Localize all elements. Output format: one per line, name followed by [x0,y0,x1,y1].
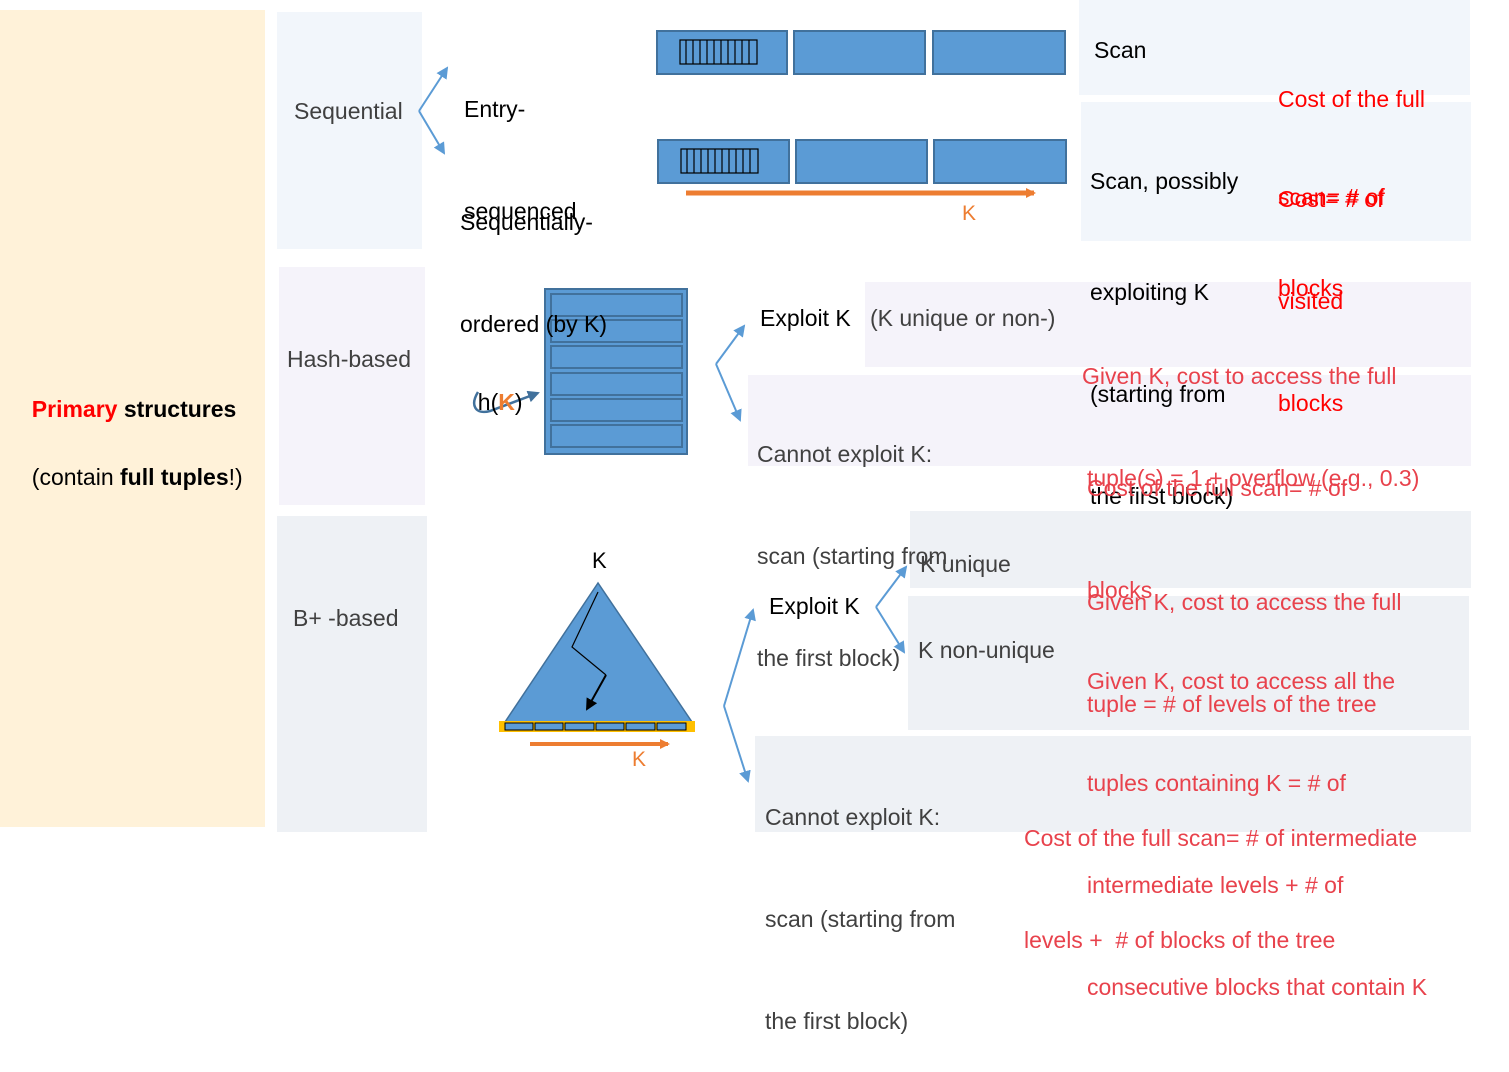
ordered-line1: Sequentially- [460,209,593,235]
bplus-noexploit-label: Cannot exploit K: scan (starting from th… [765,732,955,1072]
bplus-nonunique-cost-line1: Given K, cost to access all the [1087,668,1396,694]
hash-exploit-cost-line2: tuple(s) = 1 + overflow (e.g., 0.3) [1087,465,1420,491]
primary-structures-panel [0,10,265,827]
primary-structures-title: Primary structures [19,358,237,426]
primary-word: Primary [31,396,118,422]
ordered-cost-line3: blocks [1278,390,1344,416]
bplus-category-panel [277,516,427,832]
bplus-based-label: B+ -based [293,605,399,631]
bplus-noexploit-cost-box [755,736,1471,832]
ordered-access-line4: the first block) [1090,483,1234,509]
sequential-branch-arrows [418,66,449,155]
hash-noexploit-line1: Cannot exploit K: [757,441,933,467]
entry-cost-line2: scan= # of [1278,184,1385,210]
bplus-unique-cost: Given K, cost to access the full tuple =… [1087,517,1401,755]
bplus-noexploit-cost-line2: levels + # of blocks of the tree [1024,927,1336,953]
hfunc-suffix: ) [514,389,523,415]
bplus-nonunique-cost-line2: tuples containing K = # of [1087,770,1346,796]
structures-word: structures [117,396,237,422]
records-stack [679,39,758,65]
bplus-noexploit-cost: Cost of the full scan= # of intermediate… [1024,753,1417,991]
bplus-unique-label: K unique [920,551,1011,577]
ordered-access-method: Scan, possibly exploiting K (starting fr… [1090,96,1238,547]
bplus-noexploit-line3: the first block) [765,1008,909,1034]
entry-cost-line1: Cost of the full [1278,86,1426,112]
bplus-noexploit-line2: scan (starting from [765,906,956,932]
hash-noexploit-cost-line2: blocks [1087,577,1153,603]
hash-noexploit-line3: the first block) [757,645,901,671]
hash-exploit-cost: Given K, cost to access the full tuple(s… [1082,291,1419,529]
hfunc-key: K [498,389,515,415]
bplus-unique-cost-box [910,511,1471,588]
hash-based-label: Hash-based [287,346,412,372]
ordered-cost-line2: visited [1278,288,1344,314]
hash-noexploit-cost-box [748,375,1471,466]
hash-noexploit-cost-line1: Cost of the full scan= # of [1087,475,1348,501]
bplus-exploit-label: Exploit K [769,593,860,619]
bplus-tree [499,581,695,749]
bplus-root-key: K [592,548,607,573]
hash-exploit-cost-line1: Given K, cost to access the full [1082,363,1397,389]
hash-noexploit-cost: Cost of the full scan= # of blocks [1087,403,1347,641]
hash-branch-arrows [715,324,746,422]
hash-function-label: h(K) [465,351,523,419]
ordered-line2: ordered (by K) [460,311,608,337]
sequential-category-panel [277,12,422,249]
contain-prefix: (contain [31,464,120,490]
hash-buckets [544,288,688,455]
entry-cost: Cost of the full scan= # of blocks [1278,19,1425,336]
hash-noexploit-label: Cannot exploit K: scan (starting from th… [757,369,947,709]
records-stack [680,148,759,174]
contain-suffix: !) [228,464,243,490]
hash-noexploit-line2: scan (starting from [757,543,948,569]
hash-function-arrow [473,390,540,414]
hash-exploit-cost-box [865,282,1471,367]
bplus-noexploit-line1: Cannot exploit K: [765,804,941,830]
ordered-cost-line1: Cost= # of [1278,186,1384,212]
entry-sequenced-cost-box [1079,0,1470,95]
contain-full-tuples-note: (contain full tuples!) [19,426,243,494]
bplus-unique-cost-line1: Given K, cost to access the full [1087,589,1402,615]
bplus-branch-arrows [723,565,908,783]
entry-access-method: Scan [1094,37,1147,63]
full-tuples-bold: full tuples [120,464,229,490]
entry-sequenced-file [656,30,1066,75]
hfunc-prefix: h( [477,389,499,415]
bplus-nonunique-label: K non-unique [918,637,1055,663]
hash-exploit-note: (K unique or non-) [870,305,1056,331]
hash-category-panel [279,267,425,505]
sequentially-ordered-cost-box [1081,102,1471,241]
bplus-leaf-key: K [632,748,647,771]
hash-exploit-label: Exploit K [760,305,851,331]
bplus-nonunique-cost-box [908,596,1469,730]
ordered-cost: Cost= # of visited blocks [1278,114,1383,454]
entry-cost-line3: blocks [1278,275,1344,301]
diagram-graphics [418,30,1067,783]
bplus-unique-cost-line2: tuple = # of levels of the tree [1087,691,1377,717]
sequential-key-label: K [962,202,977,225]
bplus-noexploit-cost-line1: Cost of the full scan= # of intermediate [1024,825,1418,851]
entry-sequenced-label: Entry- sequenced [464,24,577,262]
ordered-access-line2: exploiting K [1090,279,1209,305]
ordered-access-line1: Scan, possibly [1090,168,1239,194]
sequentially-ordered-label: Sequentially- ordered (by K) [460,137,607,375]
ordered-access-line3: (starting from [1090,381,1226,407]
sequential-label: Sequential [294,98,403,124]
entry-line1: Entry- [464,96,526,122]
sequentially-ordered-file [657,139,1067,198]
entry-line2: sequenced [464,198,577,224]
